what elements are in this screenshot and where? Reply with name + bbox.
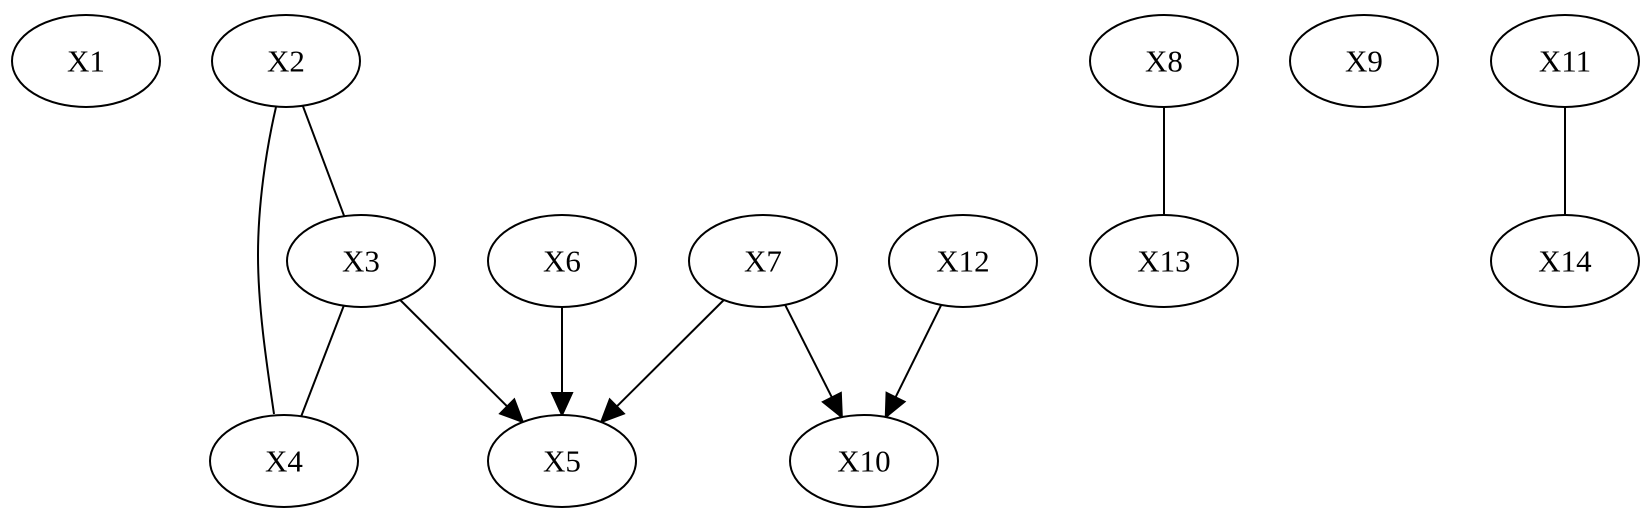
arrowhead-icon xyxy=(884,391,907,420)
node-x6: X6 xyxy=(487,214,637,308)
node-ellipse xyxy=(789,414,939,508)
node-x2: X2 xyxy=(211,14,361,108)
node-label: X4 xyxy=(265,444,303,479)
node-ellipse xyxy=(487,414,637,508)
node-label: X12 xyxy=(936,244,989,279)
edge-x7-x10 xyxy=(784,304,843,420)
arrowhead-icon xyxy=(821,391,843,420)
edge-line xyxy=(256,106,277,415)
arrowhead-icon xyxy=(498,397,525,424)
node-ellipse xyxy=(688,214,838,308)
edge-line xyxy=(784,304,833,398)
edge-line xyxy=(300,305,345,417)
edge-x7-x5 xyxy=(599,299,725,424)
node-label: X5 xyxy=(543,444,581,479)
edge-x2-x3 xyxy=(301,105,346,217)
edge-x6-x5 xyxy=(550,307,574,418)
node-ellipse xyxy=(1490,14,1640,108)
edge-x3-x4 xyxy=(300,305,345,417)
edge-line xyxy=(616,299,725,408)
node-label: X1 xyxy=(67,44,105,79)
node-x7: X7 xyxy=(688,214,838,308)
edge-line xyxy=(301,105,346,217)
node-x1: X1 xyxy=(11,14,161,108)
node-x8: X8 xyxy=(1089,14,1239,108)
arrowhead-icon xyxy=(550,392,574,418)
node-x13: X13 xyxy=(1089,214,1239,308)
node-ellipse xyxy=(487,214,637,308)
node-x10: X10 xyxy=(789,414,939,508)
node-label: X13 xyxy=(1137,244,1190,279)
node-label: X14 xyxy=(1538,244,1592,279)
edge-x3-x5 xyxy=(399,299,525,424)
node-ellipse xyxy=(211,14,361,108)
node-x12: X12 xyxy=(888,214,1038,308)
arrowhead-icon xyxy=(599,397,626,424)
node-ellipse xyxy=(1089,214,1239,308)
node-label: X2 xyxy=(267,44,305,79)
node-ellipse xyxy=(11,14,161,108)
node-x4: X4 xyxy=(209,414,359,508)
edges-layer xyxy=(256,105,1566,424)
node-label: X6 xyxy=(543,244,581,279)
node-ellipse xyxy=(1490,214,1640,308)
node-label: X11 xyxy=(1539,44,1591,79)
node-x14: X14 xyxy=(1490,214,1640,308)
node-label: X10 xyxy=(837,444,890,479)
node-x5: X5 xyxy=(487,414,637,508)
node-ellipse xyxy=(209,414,359,508)
node-label: X7 xyxy=(744,244,782,279)
node-ellipse xyxy=(286,214,436,308)
node-label: X3 xyxy=(342,244,380,279)
node-x9: X9 xyxy=(1289,14,1439,108)
node-x11: X11 xyxy=(1490,14,1640,108)
node-x3: X3 xyxy=(286,214,436,308)
edge-x2-x4 xyxy=(256,106,277,415)
edge-line xyxy=(399,299,508,408)
edge-line xyxy=(894,304,943,398)
node-label: X9 xyxy=(1345,44,1383,79)
edge-x12-x10 xyxy=(884,304,943,420)
node-ellipse xyxy=(888,214,1038,308)
node-ellipse xyxy=(1289,14,1439,108)
node-ellipse xyxy=(1089,14,1239,108)
node-label: X8 xyxy=(1145,44,1183,79)
